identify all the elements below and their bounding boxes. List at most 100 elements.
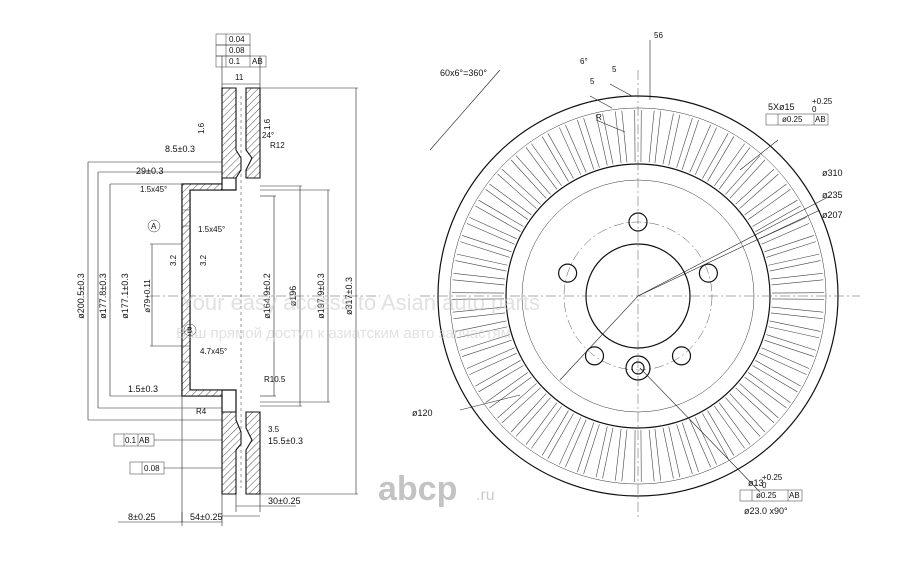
- vane-line: [577, 422, 595, 472]
- watermark-logo: abcp: [378, 470, 457, 508]
- vane-line: [615, 428, 622, 481]
- vane-line: [469, 352, 517, 375]
- vane-line: [752, 199, 798, 227]
- vane-line: [510, 393, 547, 433]
- dim-29: 29±0.3: [136, 166, 163, 176]
- radius-10-5: R10.5: [264, 375, 286, 384]
- vane-line: [676, 424, 693, 474]
- vane-line: [460, 241, 510, 258]
- angle-label: 24°: [262, 131, 274, 140]
- vane-line: [744, 183, 787, 216]
- vane-line: [729, 159, 766, 199]
- bolt-hole: [671, 346, 692, 366]
- vane-line: [739, 383, 779, 419]
- vane-line: [654, 111, 661, 164]
- vane-line: [531, 143, 562, 187]
- vane-line: [452, 279, 505, 286]
- roughness-b: 3.2: [199, 254, 208, 266]
- vane-line: [668, 426, 681, 478]
- vane-line: [595, 114, 608, 166]
- svg-text:ø13: ø13: [748, 478, 764, 488]
- vane-line: [694, 127, 717, 175]
- vane-line: [456, 326, 508, 339]
- dim-317: ø317±0.3: [344, 277, 354, 315]
- dim-8: 8±0.25: [128, 512, 155, 522]
- vane-line: [761, 347, 810, 369]
- bolt-hole-callout: 5Xø15 +0.25 0 ø0.25 AB: [765, 97, 833, 126]
- watermark-line2: Ваш прямой доступ к азиатским авто запча…: [176, 325, 511, 342]
- vane-line: [478, 199, 524, 227]
- vane-line: [547, 413, 574, 459]
- dim-196: ø196: [288, 286, 298, 307]
- watermark-logo-suffix: .ru: [476, 487, 495, 504]
- dim-5a: 5: [612, 65, 617, 74]
- bolt-hole: [628, 212, 648, 232]
- vane-line: [755, 205, 801, 232]
- width-top-label: 11: [235, 73, 244, 82]
- vane-line: [764, 339, 814, 357]
- vane-line: [453, 273, 506, 280]
- vane-line: [744, 376, 787, 409]
- vane-line: [455, 260, 507, 272]
- dim-79: ø79+0.11: [143, 279, 152, 313]
- svg-text:0.1: 0.1: [125, 436, 137, 445]
- svg-text:5Xø15: 5Xø15: [768, 102, 795, 112]
- runout-value: 0.1: [229, 57, 241, 66]
- vane-line: [714, 143, 745, 187]
- dim-8-5: 8.5±0.3: [165, 144, 195, 154]
- svg-text:ø0.25: ø0.25: [756, 491, 777, 500]
- vane-line: [755, 360, 801, 387]
- vane-line: [761, 223, 810, 245]
- vane-line: [768, 326, 820, 339]
- vane-line: [725, 155, 761, 195]
- chamfer-top: 1.5x45°: [140, 185, 167, 194]
- vane-line: [541, 410, 569, 456]
- vane-line: [565, 124, 587, 173]
- svg-text:+0.25: +0.25: [762, 473, 783, 482]
- chamfer-bot: 4.7x45°: [200, 347, 227, 356]
- dim-200-5: ø200.5±0.3: [76, 273, 86, 318]
- vane-line: [764, 235, 814, 253]
- vane-line: [455, 320, 507, 332]
- runout-ref: AB: [252, 57, 263, 66]
- surface-right-label: 1.6: [263, 118, 272, 130]
- bolt-hole: [558, 263, 578, 283]
- vane-line: [752, 365, 798, 393]
- dim-310: ø310: [822, 168, 843, 178]
- radius-12: R12: [270, 141, 285, 150]
- svg-text:AB: AB: [815, 115, 826, 124]
- vane-line: [759, 352, 807, 375]
- vane-line: [462, 235, 512, 253]
- vane-line: [654, 428, 661, 481]
- vane-line: [725, 397, 761, 437]
- radius-r: R: [596, 113, 602, 122]
- dim-3-5: 3.5: [268, 425, 280, 434]
- vane-line: [747, 189, 791, 220]
- dim-30: 30±0.25: [268, 496, 300, 506]
- vane-line: [583, 424, 600, 474]
- svg-text:B: B: [187, 326, 192, 335]
- vane-line: [681, 422, 699, 472]
- vane-line: [485, 372, 529, 403]
- vane-line: [766, 241, 816, 258]
- vane-line: [766, 334, 816, 351]
- datum-a-marker: A: [147, 219, 161, 233]
- vane-line: [453, 312, 506, 319]
- vane-line: [689, 419, 711, 468]
- vane-line: [718, 402, 751, 445]
- svg-text:0: 0: [812, 105, 817, 114]
- dim-197-9: ø197.9±0.3: [316, 273, 326, 318]
- cooling-vanes: [452, 110, 824, 482]
- vane-line: [771, 306, 824, 313]
- dim-15-5: 15.5±0.3: [268, 436, 303, 446]
- vane-line: [460, 334, 510, 351]
- vane-line: [718, 147, 751, 190]
- chamfer-mid: 1.5x45°: [198, 225, 225, 234]
- svg-text:0: 0: [762, 481, 767, 490]
- vane-line: [771, 279, 824, 286]
- vane-line: [735, 168, 775, 205]
- vane-line: [577, 120, 595, 170]
- datum-b-marker: B: [183, 323, 197, 337]
- vane-line: [501, 387, 541, 424]
